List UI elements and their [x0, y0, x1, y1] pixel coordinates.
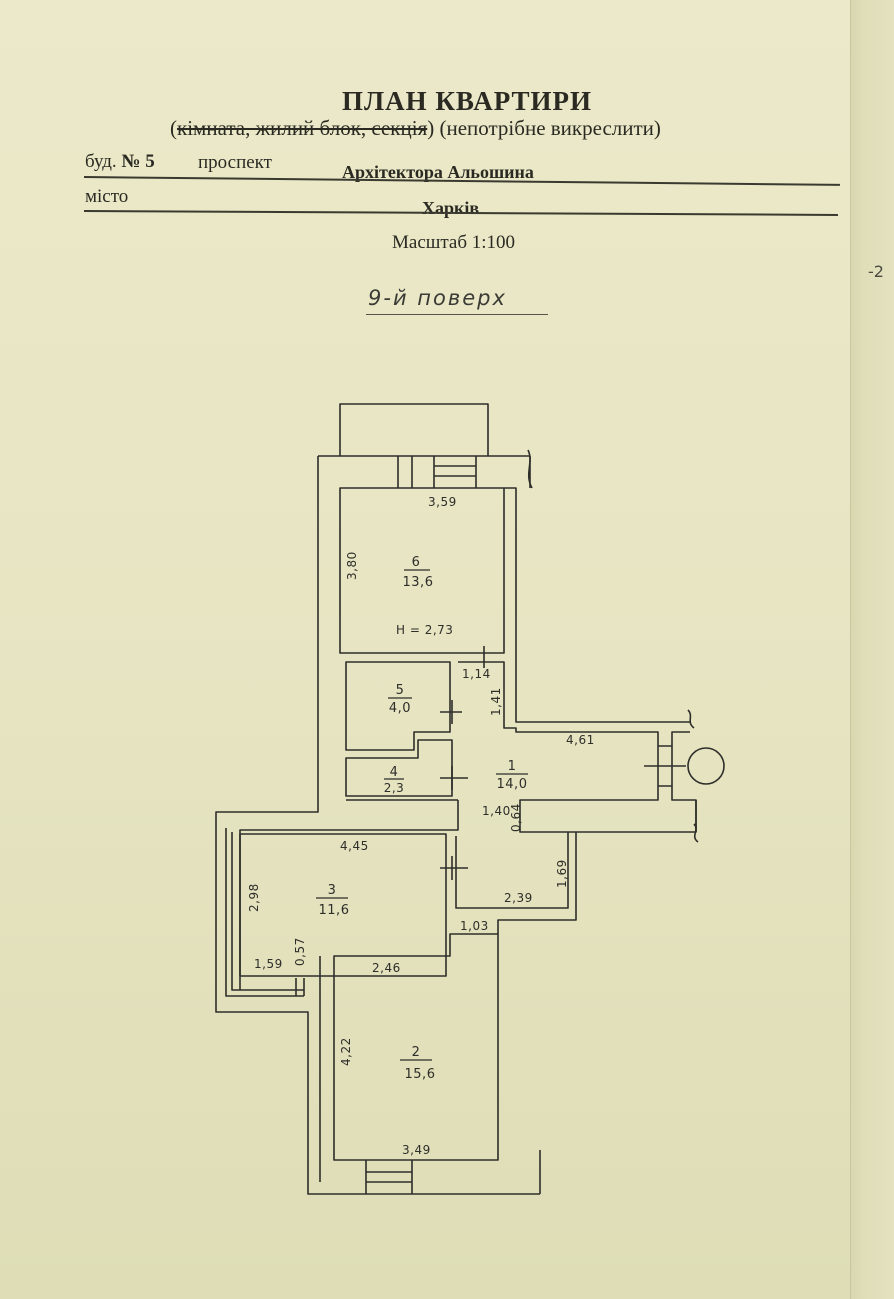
door-room-3	[440, 856, 468, 880]
dim-3-59: 3,59	[428, 495, 457, 509]
building-number: № 5	[121, 151, 155, 172]
room-6-label: 6 13,6 Н = 2,73	[396, 555, 453, 637]
room-2-label: 2 15,6	[400, 1045, 435, 1082]
window-top-panes	[434, 465, 476, 477]
room-6-area: 13,6	[403, 575, 434, 590]
corridor-lower-outline	[455, 832, 569, 909]
corridor-wall-right	[504, 487, 690, 723]
corridor-lower-wall	[497, 832, 577, 934]
room-5-label: 5 4,0	[388, 683, 412, 716]
room-3-label: 3 11,6	[316, 883, 349, 918]
room-3-outline	[239, 833, 447, 977]
dim-1-59: 1,59	[254, 957, 283, 971]
window-top	[397, 456, 477, 488]
room-4-label: 4 2,3	[384, 765, 405, 795]
entrance-circle	[687, 747, 725, 785]
margin-mark: -2	[868, 262, 884, 281]
window-bottom	[365, 1160, 413, 1194]
dim-1-41: 1,41	[489, 687, 503, 716]
dim-3-49: 3,49	[402, 1143, 431, 1157]
floor-handwritten: 9-й поверх	[368, 286, 507, 310]
room-2-outline	[333, 933, 499, 1161]
street-name: Архітектора Альошина	[342, 162, 534, 182]
balcony-door-room-3	[295, 978, 305, 996]
floor-underline	[366, 314, 548, 315]
room-6-number: 6	[412, 555, 421, 570]
door-room-4	[440, 766, 468, 790]
room-1-label: 1 14,0	[496, 759, 528, 792]
room-1-area: 14,0	[497, 777, 528, 792]
break-mark-right-top	[687, 709, 695, 729]
room-3-window-line-2	[231, 832, 304, 991]
dim-2-39: 2,39	[504, 891, 533, 905]
dim-0-57: 0,57	[293, 937, 307, 966]
room-4-outline	[345, 739, 453, 797]
room-6-outline	[339, 487, 505, 654]
room-4-area: 2,3	[384, 781, 405, 795]
dim-2-98: 2,98	[247, 883, 261, 912]
dim-1-40: 1,40	[482, 804, 511, 818]
break-mark-right-bottom	[693, 823, 699, 843]
room-2-number: 2	[412, 1045, 421, 1060]
room-4-number: 4	[390, 765, 399, 780]
dim-2-46: 2,46	[372, 961, 401, 975]
dim-1-69: 1,69	[555, 859, 569, 888]
room-5-number: 5	[396, 683, 405, 698]
page-edge	[850, 0, 894, 1299]
city-name: Харків	[422, 198, 480, 218]
dim-3-80: 3,80	[345, 551, 359, 580]
scale-label: Масштаб 1:100	[392, 232, 516, 253]
room-3-window-line-1	[225, 828, 304, 997]
dim-1-03: 1,03	[460, 919, 489, 933]
outer-wall-left	[215, 456, 540, 1195]
document-subtitle: (кімната, жилий блок, секція) (непотрібн…	[170, 116, 661, 140]
city-label: місто	[85, 186, 129, 207]
room-5-area: 4,0	[389, 701, 411, 716]
balcony-outline	[339, 403, 489, 456]
entrance-door	[644, 745, 686, 787]
dim-4-22: 4,22	[339, 1037, 353, 1066]
building-label: буд. № 5	[85, 151, 155, 172]
document-title: ПЛАН КВАРТИРИ	[341, 86, 593, 116]
subtitle-note: (непотрібне викреслити)	[439, 116, 661, 140]
dim-4-45: 4,45	[340, 839, 369, 853]
room-5-outline	[345, 661, 451, 751]
struck-options: кімната, жилий блок, секція	[177, 116, 428, 140]
room-3-number: 3	[328, 883, 337, 898]
room-2-area: 15,6	[405, 1067, 436, 1082]
room-1-number: 1	[508, 759, 517, 774]
street-type: проспект	[198, 152, 272, 173]
ceiling-height: Н = 2,73	[396, 623, 453, 637]
room-1-outline	[458, 661, 697, 833]
door-room-5	[440, 700, 462, 724]
room-3-area: 11,6	[319, 903, 350, 918]
dimensions: 3,59 3,80 1,14 1,41 4,61 1,40 0,64 4,45 …	[247, 495, 595, 1157]
break-mark-top	[527, 449, 533, 489]
dim-4-61: 4,61	[566, 733, 595, 747]
dim-1-14: 1,14	[462, 667, 491, 681]
dim-0-64: 0,64	[509, 803, 523, 832]
